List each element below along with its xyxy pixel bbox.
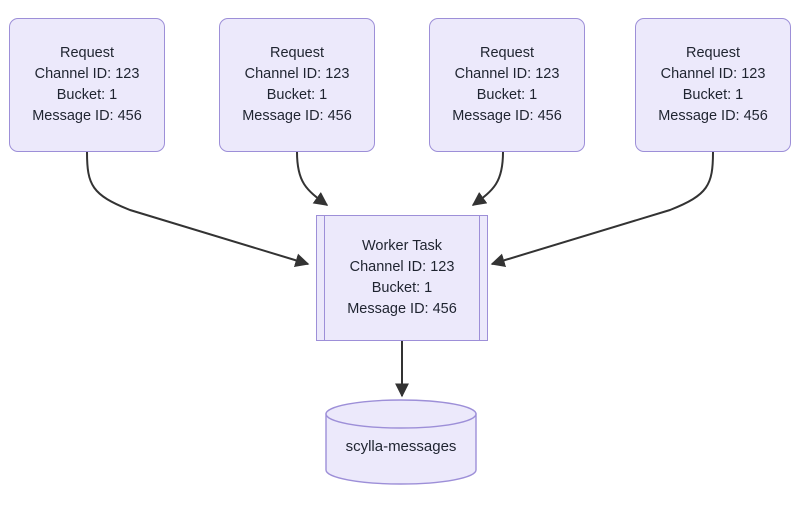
worker-line-message: Message ID: 456 xyxy=(347,301,457,317)
edge-request-3-to-worker xyxy=(471,151,504,206)
request-3-line-message: Message ID: 456 xyxy=(452,108,562,124)
request-4-line-message: Message ID: 456 xyxy=(658,108,768,124)
request-2-line-message: Message ID: 456 xyxy=(242,108,352,124)
request-node-1[interactable]: Request Channel ID: 123 Bucket: 1 Messag… xyxy=(9,18,165,152)
database-node-scylla-messages[interactable]: scylla-messages xyxy=(325,399,477,485)
edge-request-1-to-worker xyxy=(86,151,310,268)
request-2-line-title: Request xyxy=(269,45,324,61)
request-4-line-bucket: Bucket: 1 xyxy=(682,87,744,103)
request-1-line-channel: Channel ID: 123 xyxy=(34,66,140,82)
request-4-line-channel: Channel ID: 123 xyxy=(660,66,766,82)
request-3-line-bucket: Bucket: 1 xyxy=(476,87,538,103)
worker-line-bucket: Bucket: 1 xyxy=(371,280,433,296)
request-1-line-title: Request xyxy=(59,45,114,61)
worker-task-node[interactable]: Worker Task Channel ID: 123 Bucket: 1 Me… xyxy=(316,215,488,341)
request-node-2[interactable]: Request Channel ID: 123 Bucket: 1 Messag… xyxy=(219,18,375,152)
edge-request-2-to-worker xyxy=(296,151,329,206)
request-2-line-channel: Channel ID: 123 xyxy=(244,66,350,82)
request-3-line-title: Request xyxy=(479,45,534,61)
request-4-line-title: Request xyxy=(685,45,740,61)
worker-line-channel: Channel ID: 123 xyxy=(349,259,455,275)
request-1-line-message: Message ID: 456 xyxy=(32,108,142,124)
request-1-line-bucket: Bucket: 1 xyxy=(56,87,118,103)
request-3-line-channel: Channel ID: 123 xyxy=(454,66,560,82)
request-2-line-bucket: Bucket: 1 xyxy=(266,87,328,103)
request-node-3[interactable]: Request Channel ID: 123 Bucket: 1 Messag… xyxy=(429,18,585,152)
edge-request-4-to-worker xyxy=(490,151,714,268)
worker-line-title: Worker Task xyxy=(361,238,443,254)
cylinder-icon xyxy=(325,399,477,485)
request-node-4[interactable]: Request Channel ID: 123 Bucket: 1 Messag… xyxy=(635,18,791,152)
